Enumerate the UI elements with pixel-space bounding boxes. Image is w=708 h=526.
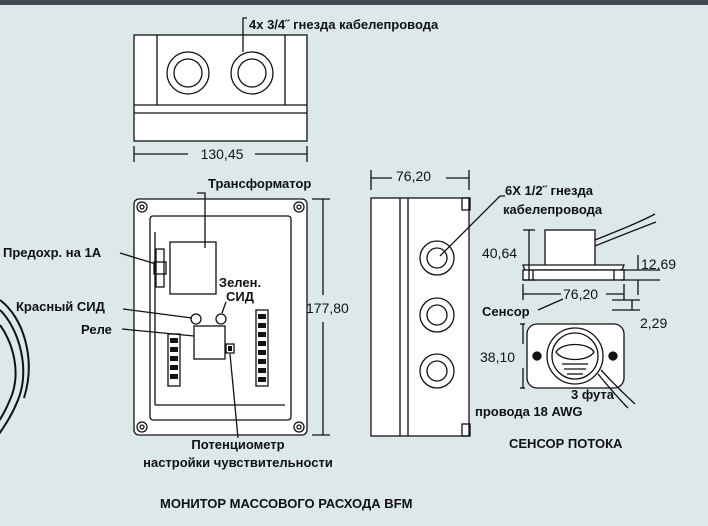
dim-height: 177,80 — [306, 300, 349, 316]
sensor-side-view — [522, 213, 660, 311]
dim-sensor-bottom-height: 38,10 — [480, 349, 516, 365]
wire-label-2: провода 18 AWG — [475, 404, 583, 419]
transformer-label: Трансформатор — [208, 176, 312, 191]
sensor-top-view — [520, 323, 636, 409]
dim-sensor-offset: 12,69 — [641, 256, 677, 272]
cable-coil — [0, 299, 30, 435]
dim-side-width: 76,20 — [396, 168, 432, 184]
main-title: МОНИТОР МАССОВОГО РАСХОДА BFM — [160, 496, 413, 511]
green-led-label-2: СИД — [226, 289, 254, 304]
fuse-label: Предохр. на 1А — [3, 245, 102, 260]
side-view-enclosure — [370, 170, 505, 437]
potentiometer-label-2: настройки чувствительности — [143, 455, 333, 470]
top-view-enclosure — [133, 17, 308, 162]
flow-sensor-title: СЕНСОР ПОТОКА — [509, 436, 623, 451]
sensor-label: Сенсор — [482, 304, 530, 319]
wire-label-1: 3 фута — [571, 387, 615, 402]
dim-sensor-height: 40,64 — [482, 245, 518, 261]
conduit-4x-label: 4x 3/4˝ гнезда кабелепровода — [249, 17, 439, 32]
dim-top-width: 130,45 — [200, 146, 244, 162]
front-view-enclosure — [119, 192, 330, 439]
red-led-label: Красный СИД — [16, 299, 105, 314]
green-led-label-1: Зелен. — [218, 275, 262, 290]
potentiometer-label-1: Потенциометр — [191, 437, 285, 452]
conduit-6x-label-1: 6X 1/2˝ гнезда — [505, 183, 593, 198]
dim-sensor-width: 76,20 — [563, 286, 599, 302]
dim-sensor-gap: 2,29 — [640, 315, 668, 331]
relay-label: Реле — [81, 322, 112, 337]
window-top-bar — [0, 0, 708, 5]
terminal-marks — [170, 314, 266, 382]
conduit-6x-label-2: кабелепровода — [503, 202, 603, 217]
